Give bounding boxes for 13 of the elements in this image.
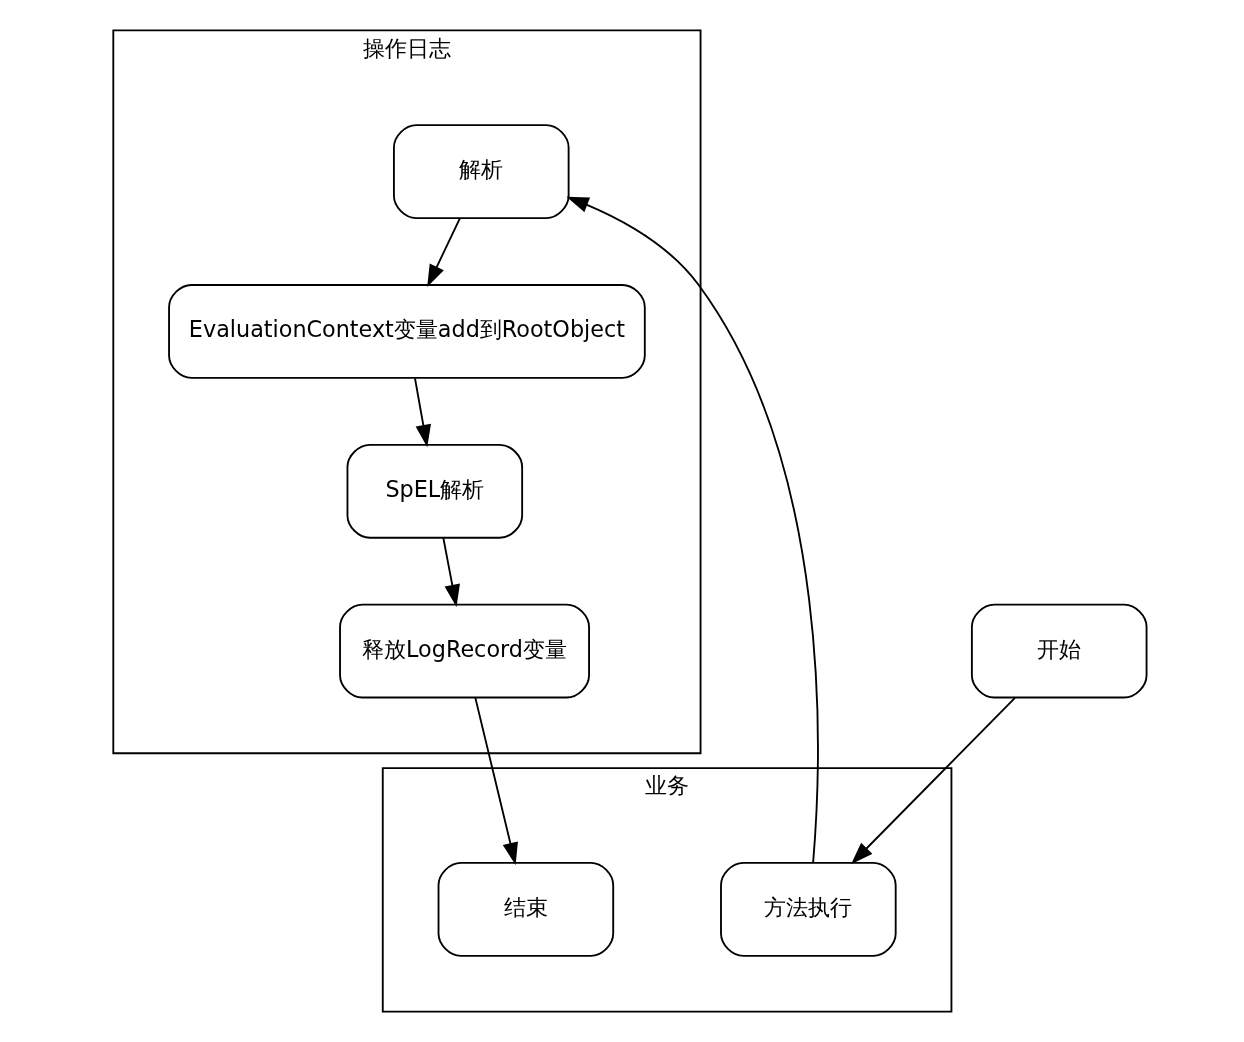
node-box: 解析 bbox=[392, 124, 570, 219]
node-box: 开始 bbox=[970, 603, 1147, 699]
node-box: EvaluationContext变量add到RootObject bbox=[167, 284, 646, 379]
arrow bbox=[473, 696, 518, 865]
arrow bbox=[850, 696, 1016, 865]
arrow bbox=[442, 537, 460, 607]
arrow bbox=[413, 377, 431, 448]
node-box: 释放LogRecord变量 bbox=[338, 603, 590, 699]
arrow bbox=[565, 196, 819, 864]
node-box: 方法执行 bbox=[719, 862, 897, 957]
node-box: SpEL解析 bbox=[346, 443, 523, 539]
arrow bbox=[426, 217, 461, 288]
node-box: 结束 bbox=[437, 862, 614, 957]
